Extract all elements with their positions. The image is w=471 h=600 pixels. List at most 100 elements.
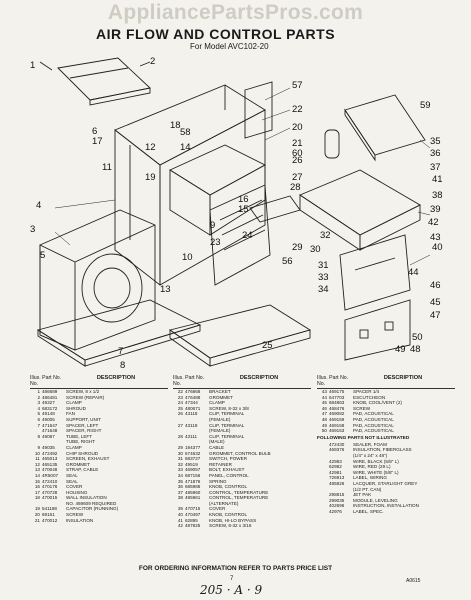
parts-row: (FEMALE) [173,428,311,434]
part-number: 471647 [42,422,58,428]
part-number: 472492 [42,450,58,456]
part-number: 49327 [42,400,55,406]
part-description: MODULE, LEVELING [353,497,398,503]
parts-row: NO. 469609 REQUIRED [30,501,168,507]
part-number: 465135 [42,461,58,467]
part-number: 469158 [329,422,345,428]
callout-34: 34 [318,284,329,295]
illus-number: 40 [177,512,183,518]
part-number: 62982 [329,464,342,470]
part-description: TUBE, RIGHT [66,439,96,445]
illus-number: 39 [177,506,183,512]
illus-number: 17 [34,489,40,495]
part-description: SCREW [66,512,84,518]
part-number: 470497 [185,512,201,518]
part-description: SHROUD [66,405,86,411]
part-description: WIRE, RED (29 L) [353,464,391,470]
callout-59: 59 [420,100,431,111]
illus-number: 4 [37,405,40,411]
part-number: 49148 [42,411,55,417]
part-number: 684863 [329,400,345,406]
illus-number: 18 [34,495,40,501]
callout-14: 14 [180,142,191,153]
part-description: PAD, ACOUSTICAL [353,416,394,422]
illus-number: 15 [34,478,40,484]
part-number: 726913 [329,475,345,481]
parts-row: 471648 SPACER, RIGHT [30,428,168,434]
part-description: CLAMP [66,400,82,406]
illus-number: 38 [177,495,183,501]
illus-number [317,509,329,515]
part-number: 299035 [329,497,345,503]
part-description: SCREW [353,405,371,411]
callout-6: 6 [92,126,97,137]
part-description: JET PAK [353,492,372,498]
illus-number: 35 [177,478,183,484]
callout-47: 47 [430,310,441,321]
parts-row: (1/4" x 24" x 48") [317,453,455,459]
parts-header: Illus. Part No. No. DESCRIPTION [30,375,168,389]
part-description: FAN [66,411,75,417]
part-description: SEALER, FOAM [353,441,387,447]
illus-number: 32 [177,461,183,467]
part-description: COVER [66,484,83,490]
part-number: 485961 [185,495,201,501]
part-description: TUBE, LEFT [66,433,93,439]
part-number: 4R5007 [42,472,59,478]
part-description: NO. 469609 REQUIRED [66,500,117,506]
part-description: SPACER, RIGHT [66,428,102,434]
illus-number: 6 [37,416,40,422]
base-pan-drawing [36,299,202,367]
callout-20: 20 [292,122,303,133]
callout-58: 58 [180,127,191,138]
parts-row: (FEMALE) [173,417,311,423]
callout-44: 44 [408,267,419,278]
illus-number: 45 [321,400,327,406]
part-number: 485960 [185,489,201,495]
part-description: HOUSING [66,489,88,495]
illus-number: 46 [321,405,327,411]
callout-46: 46 [430,280,441,291]
illus-number: 8 [37,433,40,439]
illus-number: 11 [35,456,40,462]
part-description: SCREW, 8 x 1/2 [66,389,100,394]
callout-12: 12 [145,142,156,153]
parts-row: (ALTERNATE) [173,501,311,507]
part-description: ESCUTCHEON [353,394,386,400]
parts-row: (1/2 PT. CAN) [317,487,455,493]
callout-24: 24 [242,230,253,241]
callout-39: 39 [430,204,441,215]
part-number: 470176 [42,484,58,490]
illus-number: 21 [34,517,40,523]
part-number: 471876 [185,478,201,484]
callout-42: 42 [428,217,439,228]
part-description: WIRE, WHITE (5/8" L) [353,469,399,475]
illus-number: 48 [321,416,327,422]
part-number: 471648 [42,428,58,434]
part-description: LABEL, SPEC. [353,508,384,514]
callout-45: 45 [430,297,441,308]
part-description: SPRING [209,478,227,484]
callout-26: 26 [292,155,303,166]
part-description: INSTRUCTION, INSTALLATION [353,503,419,509]
callout-18: 18 [170,120,181,131]
illus-number: 26 [177,411,183,417]
part-description: GROMMET [209,394,233,400]
part-number: 541188 [42,506,57,512]
illus-number: 34 [177,472,183,478]
callout-13: 13 [160,284,171,295]
page-number: 7 [230,576,234,582]
